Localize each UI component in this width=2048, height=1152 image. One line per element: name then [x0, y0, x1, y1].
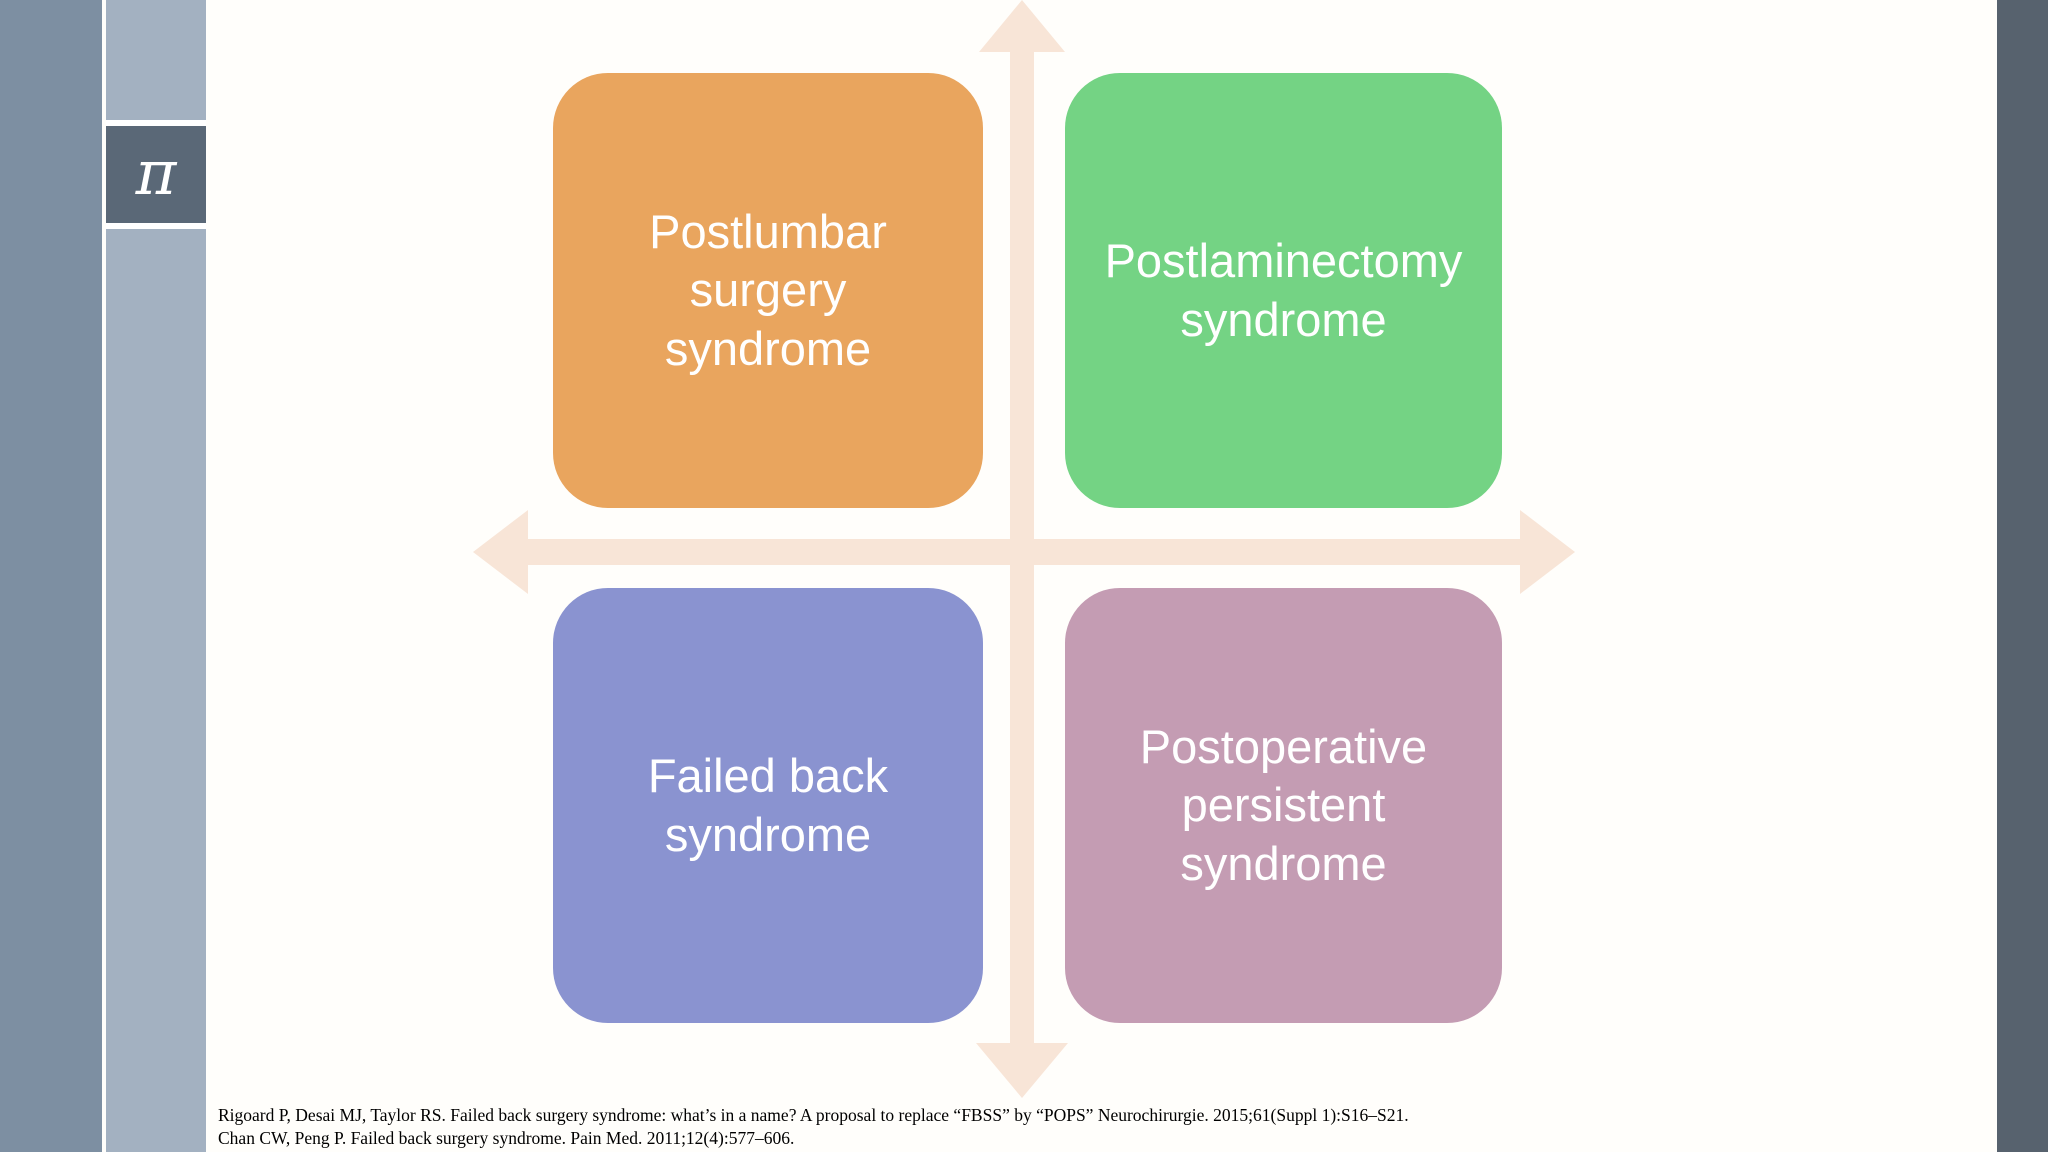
- sidebar-outer-strip: [0, 0, 102, 1152]
- quadrant-postoperative-persistent-syndrome: Postoperative persistent syndrome: [1065, 588, 1502, 1023]
- axis-down-arrow-icon: [976, 1043, 1068, 1098]
- axis-left-arrow-icon: [473, 510, 528, 594]
- quadrant-label: Postoperative persistent syndrome: [1139, 720, 1428, 890]
- reference-line: Rigoard P, Desai MJ, Taylor RS. Failed b…: [218, 1105, 1409, 1125]
- right-edge-strip: [1997, 0, 2048, 1152]
- quadrant-failed-back-syndrome: Failed back syndrome: [553, 588, 983, 1023]
- quadrant-label: Postlumbar surgery syndrome: [649, 205, 887, 375]
- axis-right-arrow-icon: [1520, 510, 1575, 594]
- quadrant-label: Postlaminectomy syndrome: [1104, 234, 1463, 346]
- references-block: Rigoard P, Desai MJ, Taylor RS. Failed b…: [218, 1104, 1409, 1150]
- quadrant-label: Failed back syndrome: [647, 749, 889, 861]
- axis-horizontal-shaft: [528, 539, 1520, 565]
- axis-up-arrow-icon: [979, 0, 1065, 52]
- quadrant-postlumbar-surgery-syndrome: Postlumbar surgery syndrome: [553, 73, 983, 508]
- pi-logo: π: [106, 120, 206, 229]
- pi-symbol-icon: π: [135, 135, 177, 209]
- reference-line: Chan CW, Peng P. Failed back surgery syn…: [218, 1128, 795, 1148]
- quadrant-postlaminectomy-syndrome: Postlaminectomy syndrome: [1065, 73, 1502, 508]
